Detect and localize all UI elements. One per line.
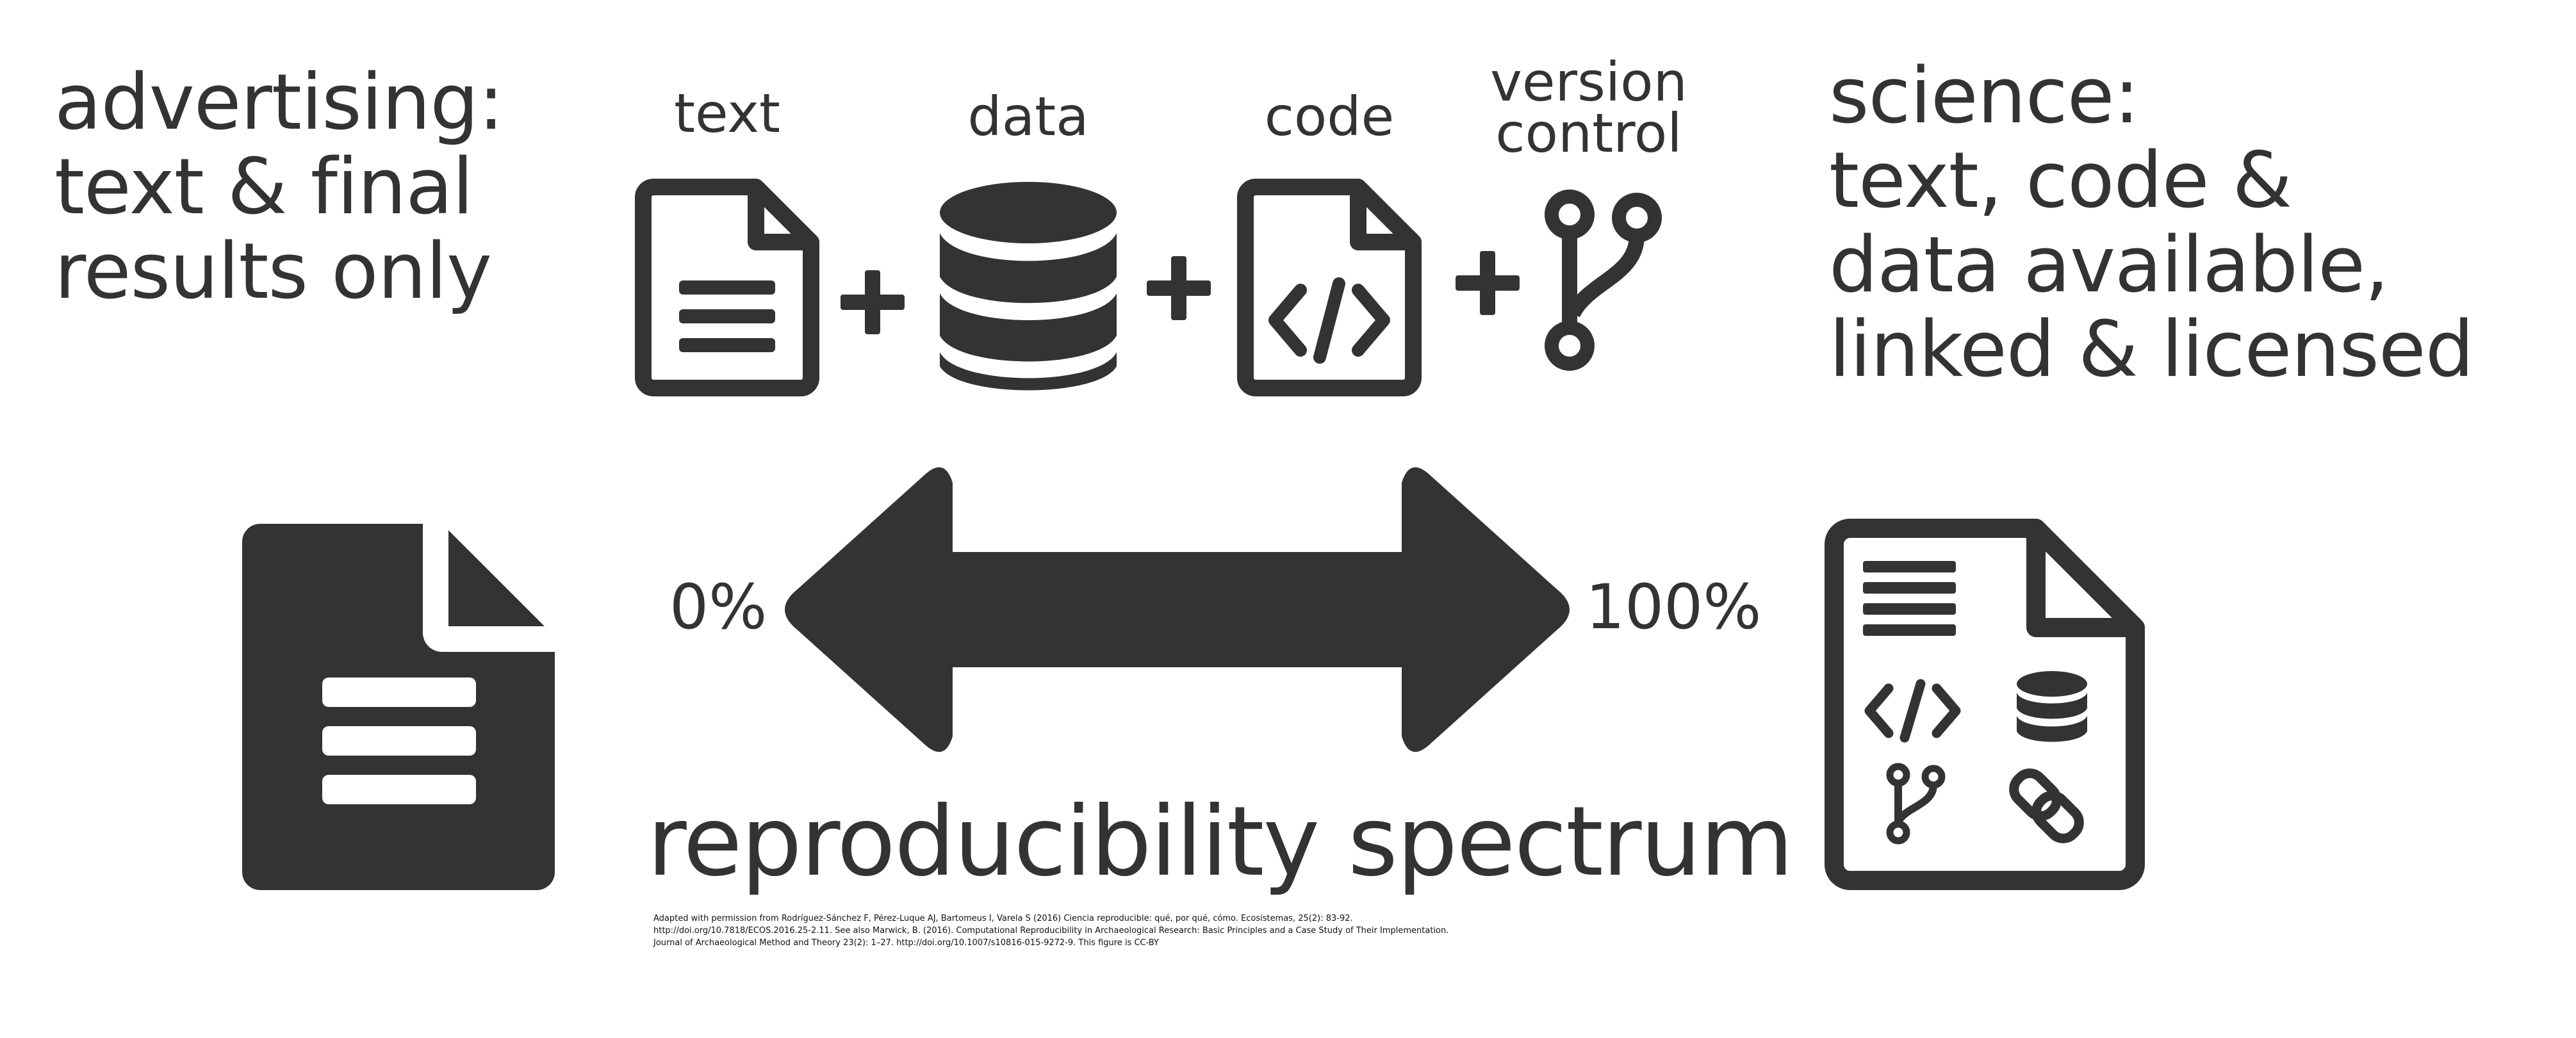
science-heading-line: linked & licensed: [1829, 305, 2474, 394]
advertising-heading-line: results only: [54, 227, 492, 316]
plus-sign: [1147, 256, 1211, 320]
science-heading-line: data available,: [1829, 221, 2389, 310]
plus-sign: [841, 270, 905, 334]
spectrum-max-label: 100%: [1586, 571, 1762, 643]
double-arrow-icon: [785, 467, 1570, 752]
database-icon: [940, 182, 1117, 391]
code-icon: [1864, 679, 1961, 743]
citation-line: Adapted with permission from Rodríguez-S…: [653, 914, 1353, 923]
advertising-heading-line: advertising:: [54, 58, 504, 147]
label-code: code: [1264, 85, 1395, 148]
label-version-control-line: control: [1495, 102, 1682, 165]
science-heading: science: text, code & data available, li…: [1829, 52, 2474, 394]
citation-line: Journal of Archaeological Method and The…: [653, 938, 1159, 948]
advertising-heading: advertising: text & final results only: [54, 61, 504, 314]
file-code-icon: [1237, 179, 1422, 396]
code-branch-icon: [1545, 190, 1662, 371]
database-icon: [2017, 671, 2087, 742]
branch-icon: [1886, 763, 1946, 845]
plus-sign: [1456, 251, 1520, 315]
spectrum-min-label: 0%: [669, 571, 767, 643]
document-full-icon: [1825, 519, 2145, 890]
document-text-icon: [242, 524, 555, 890]
text-lines-icon: [1863, 561, 1956, 636]
label-data: data: [967, 85, 1089, 148]
spectrum-title: reproducibility spectrum: [647, 786, 1794, 898]
citation-line: http://doi.org/10.7818/ECOS.2016.25-2.11…: [653, 926, 1449, 936]
advertising-heading-line: text & final: [54, 143, 473, 232]
citation: Adapted with permission from Rodríguez-S…: [653, 912, 1448, 949]
science-heading-line: science:: [1829, 52, 2140, 141]
file-text-icon: [635, 179, 819, 396]
science-heading-line: text, code &: [1829, 136, 2292, 225]
label-text: text: [674, 82, 780, 145]
label-version-control: version control: [1480, 51, 1698, 165]
link-icon: [2009, 768, 2084, 843]
label-version-control-line: version: [1490, 51, 1687, 113]
